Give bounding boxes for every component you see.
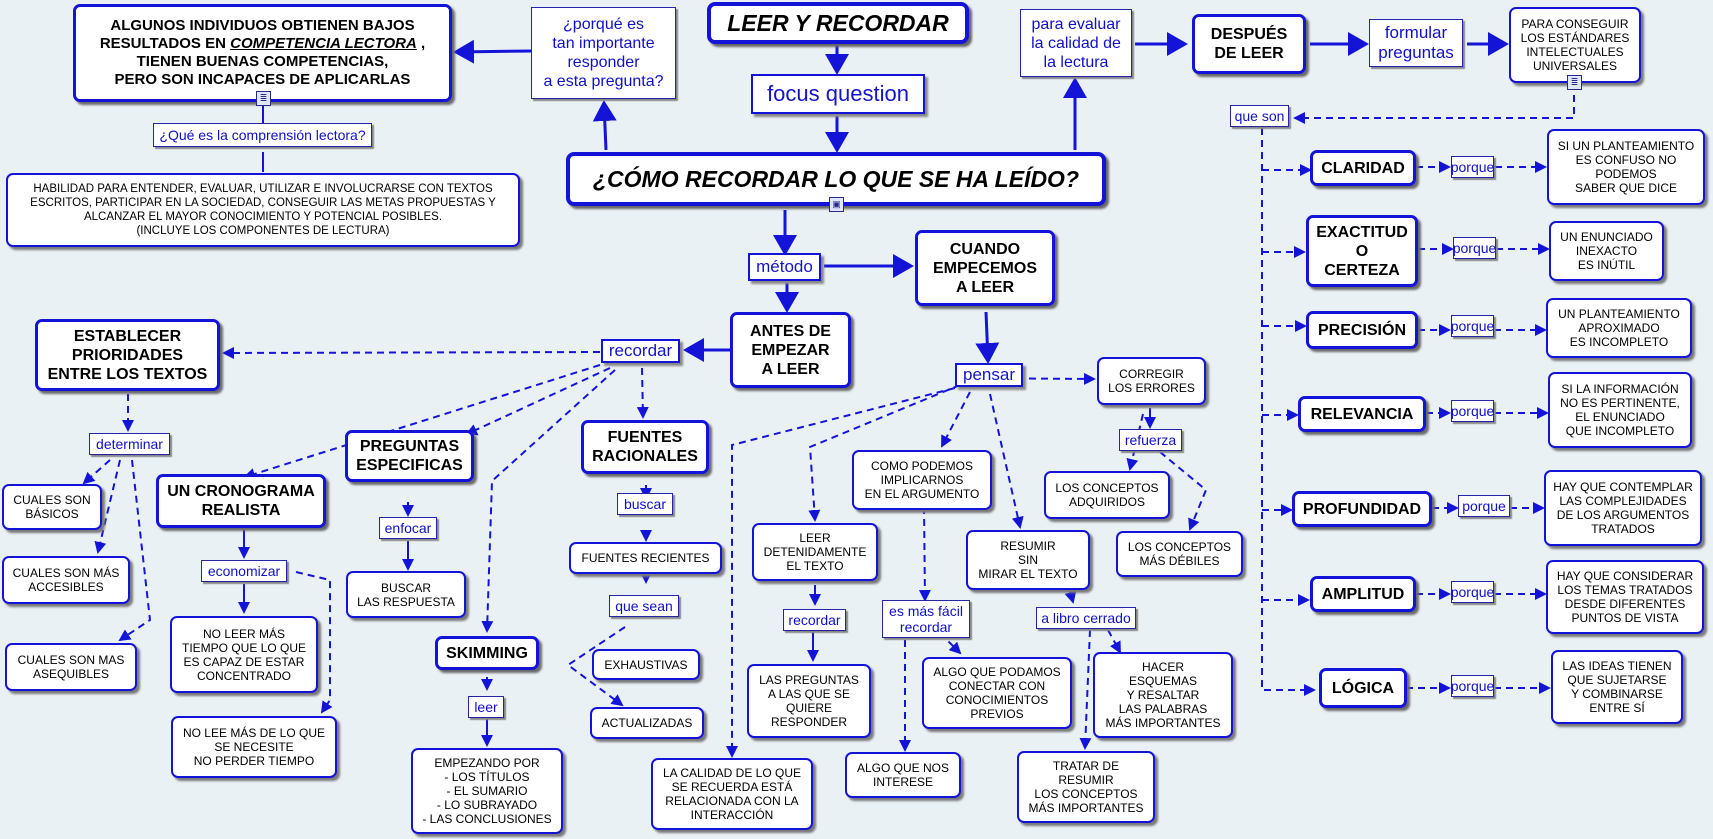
document-icon[interactable]: ≣	[1567, 75, 1582, 90]
link-pensar: pensar	[955, 363, 1023, 387]
node-las-preguntas[interactable]: LAS PREGUNTAS A LAS QUE SE QUIERE RESPON…	[747, 664, 871, 738]
standard-reason[interactable]: HAY QUE CONSIDERAR LOS TEMAS TRATADOS DE…	[1546, 560, 1704, 634]
node-calidad-recuerda[interactable]: LA CALIDAD DE LO QUE SE RECUERDA ESTÁ RE…	[651, 758, 813, 830]
node-algo-conectar[interactable]: ALGO QUE PODAMOS CONECTAR CON CONOCIMIEN…	[922, 657, 1072, 729]
link-buscar: buscar	[617, 493, 673, 515]
link-es-mas-facil: es más fácil recordar	[882, 600, 970, 638]
link-para-evaluar: para evaluar la calidad de la lectura	[1020, 9, 1132, 77]
standard-node[interactable]: PRECISIÓN	[1306, 311, 1418, 349]
link-metodo: método	[748, 253, 821, 281]
link-libro-cerrado: a libro cerrado	[1036, 607, 1136, 629]
standard-node[interactable]: CLARIDAD	[1310, 150, 1416, 186]
standard-reason[interactable]: SI UN PLANTEAMIENTO ES CONFUSO NO PODEMO…	[1547, 129, 1705, 205]
node-empezando-por[interactable]: EMPEZANDO POR - LOS TÍTULOS - EL SUMARIO…	[411, 748, 563, 834]
link-porque-importante: ¿porqué es tan importante responder a es…	[531, 7, 676, 99]
node-tratar-resumir[interactable]: TRATAR DE RESUMIR LOS CONCEPTOS MÁS IMPO…	[1017, 751, 1155, 823]
node-cuando-empecemos[interactable]: CUANDO EMPECEMOS A LEER	[915, 230, 1055, 306]
standard-reason[interactable]: UN PLANTEAMIENTO APROXIMADO ES INCOMPLET…	[1546, 298, 1692, 358]
standard-node[interactable]: RELEVANCIA	[1298, 396, 1426, 432]
node-no-leer-mas[interactable]: NO LEER MÁS TIEMPO QUE LO QUE ES CAPAZ D…	[170, 616, 318, 693]
node-establecer-prioridades[interactable]: ESTABLECER PRIORIDADES ENTRE LOS TEXTOS	[35, 319, 220, 391]
node-fuentes-recientes[interactable]: FUENTES RECIENTES	[569, 542, 722, 574]
node-cuales-basicos[interactable]: CUALES SON BÁSICOS	[2, 484, 102, 530]
node-buscar-respuesta[interactable]: BUSCAR LAS RESPUESTA	[346, 571, 466, 618]
node-skimming[interactable]: SKIMMING	[435, 636, 539, 670]
link-que-sean: que sean	[609, 595, 679, 617]
node-cronograma[interactable]: UN CRONOGRAMA REALISTA	[156, 474, 326, 528]
competencia-lectora-emphasis: COMPETENCIA LECTORA	[230, 35, 417, 52]
link-refuerza: refuerza	[1119, 429, 1182, 451]
node-despues-leer[interactable]: DESPUÉS DE LEER	[1192, 14, 1306, 74]
link-economizar: economizar	[201, 560, 287, 582]
link-que-son: que son	[1230, 105, 1289, 127]
standard-reason[interactable]: HAY QUE CONTEMPLAR LAS COMPLEJIDADES DE …	[1544, 470, 1702, 546]
standard-node[interactable]: LÓGICA	[1319, 668, 1407, 708]
node-resumir[interactable]: RESUMIR SIN MIRAR EL TEXTO	[966, 530, 1090, 590]
node-actualizadas[interactable]: ACTUALIZADAS	[590, 707, 704, 739]
document-icon[interactable]: ≣	[256, 91, 271, 106]
standard-reason[interactable]: SI LA INFORMACIÓN NO ES PERTINENTE, EL E…	[1548, 372, 1692, 448]
standard-node[interactable]: PROFUNDIDAD	[1292, 491, 1432, 527]
link-recordar: recordar	[601, 339, 680, 363]
link-porque: porque	[1453, 237, 1496, 259]
node-exhaustivas[interactable]: EXHAUSTIVAS	[592, 649, 700, 680]
link-recordar-2: recordar	[783, 609, 846, 631]
map-title: LEER Y RECORDAR	[707, 2, 969, 44]
standard-reason[interactable]: LAS IDEAS TIENEN QUE SUJETARSE Y COMBINA…	[1551, 650, 1683, 724]
link-porque: porque	[1451, 156, 1494, 178]
link-que-es-comprension: ¿Qué es la comprensión lectora?	[153, 123, 372, 147]
node-estandares[interactable]: PARA CONSEGUIR LOS ESTÁNDARES INTELECTUA…	[1509, 7, 1641, 83]
link-porque: porque	[1451, 675, 1494, 697]
node-habilidad[interactable]: HABILIDAD PARA ENTENDER, EVALUAR, UTILIZ…	[6, 173, 520, 247]
link-porque: porque	[1451, 581, 1494, 603]
node-no-lee-mas[interactable]: NO LEE MÁS DE LO QUE SE NECESITE NO PERD…	[171, 716, 337, 778]
node-leer-detenidamente[interactable]: LEER DETENIDAMENTE EL TEXTO	[752, 523, 878, 581]
standard-node[interactable]: AMPLITUD	[1310, 576, 1416, 612]
focus-question-label: focus question	[751, 74, 925, 114]
image-icon[interactable]: ▣	[829, 197, 844, 212]
node-hacer-esquemas[interactable]: HACER ESQUEMAS Y RESALTAR LAS PALABRAS M…	[1093, 652, 1233, 738]
link-porque: porque	[1451, 315, 1494, 337]
link-determinar: determinar	[89, 433, 170, 455]
node-cuales-asequibles[interactable]: CUALES SON MAS ASEQUIBLES	[5, 643, 137, 691]
link-porque: porque	[1451, 400, 1494, 422]
link-enfocar: enfocar	[379, 517, 437, 539]
node-conceptos-debiles[interactable]: LOS CONCEPTOS MÁS DÉBILES	[1116, 531, 1243, 577]
node-fuentes-racionales[interactable]: FUENTES RACIONALES	[581, 420, 709, 474]
node-algo-interese[interactable]: ALGO QUE NOS INTERESE	[845, 752, 961, 798]
node-como-podemos[interactable]: COMO PODEMOS IMPLICARNOS EN EL ARGUMENTO	[852, 450, 992, 510]
link-porque: porque	[1458, 495, 1510, 517]
node-preguntas-especificas[interactable]: PREGUNTAS ESPECIFICAS	[345, 430, 474, 482]
link-leer: leer	[468, 696, 504, 718]
node-conceptos-adquiridos[interactable]: LOS CONCEPTOS ADQUIRIDOS	[1044, 471, 1170, 519]
standard-reason[interactable]: UN ENUNCIADO INEXACTO ES INÚTIL	[1549, 221, 1664, 281]
standard-node[interactable]: EXACTITUD O CERTEZA	[1306, 215, 1418, 287]
node-antes-empezar[interactable]: ANTES DE EMPEZAR A LEER	[730, 312, 851, 388]
link-formular-preguntas: formular preguntas	[1369, 19, 1463, 67]
node-cuales-accesibles[interactable]: CUALES SON MÁS ACCESIBLES	[2, 556, 130, 604]
node-corregir-errores[interactable]: CORREGIR LOS ERRORES	[1097, 357, 1206, 405]
node-bajos-resultados[interactable]: ALGUNOS INDIVIDUOS OBTIENEN BAJOS RESULT…	[73, 4, 452, 102]
